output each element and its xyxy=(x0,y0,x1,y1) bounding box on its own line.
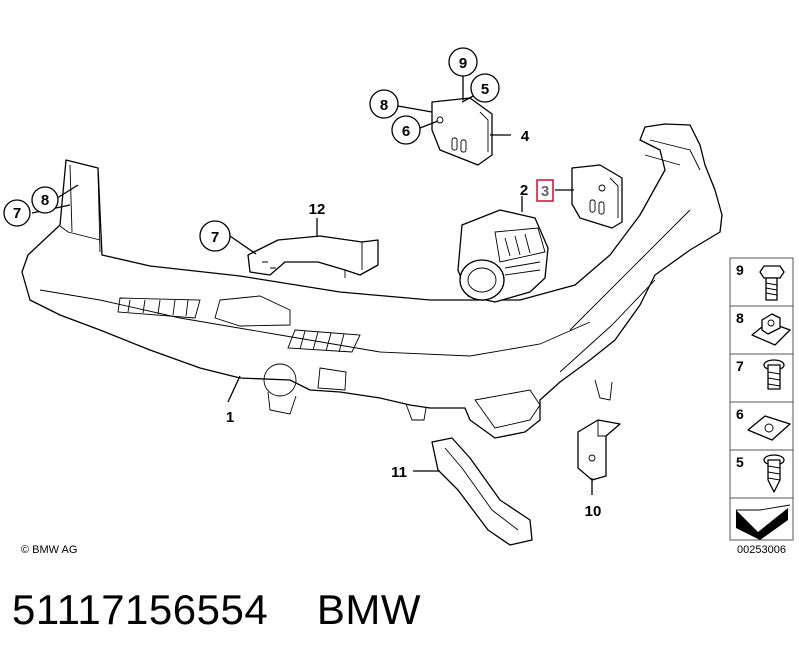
footer-brand: BMW xyxy=(316,586,422,633)
panel-label-6: 6 xyxy=(736,406,744,422)
direction-arrow-icon xyxy=(736,504,791,540)
callout-10: 10 xyxy=(585,503,602,520)
highlight-box-3 xyxy=(536,179,554,202)
panel-label-7: 7 xyxy=(736,358,744,374)
callout-8-left: 8 xyxy=(41,192,49,209)
part-10-angle-bracket xyxy=(577,419,621,481)
callout-3: 3 xyxy=(541,183,549,200)
callout-1: 1 xyxy=(226,409,234,426)
hex-bolt-icon xyxy=(759,265,785,301)
callout-circle-6 xyxy=(391,115,421,145)
callout-2: 2 xyxy=(520,182,528,199)
panel-label-8: 8 xyxy=(736,310,744,326)
part-1-carrier xyxy=(21,123,723,439)
self-tapping-screw-icon xyxy=(763,454,785,493)
screw-icon xyxy=(763,359,785,390)
footer-part-number: 51117156554 xyxy=(12,586,269,633)
panel-label-9: 9 xyxy=(736,262,744,278)
callout-circle-8-top xyxy=(369,89,399,119)
callout-circle-9 xyxy=(448,47,478,77)
diagram-number: 00253006 xyxy=(737,544,786,556)
callout-circle-5 xyxy=(470,73,500,103)
part-2-mount xyxy=(457,209,549,303)
part-11-support xyxy=(431,437,533,546)
callout-circle-7-left xyxy=(3,199,31,227)
callout-11: 11 xyxy=(391,464,407,481)
speed-nut-icon xyxy=(747,415,791,441)
footer-caption: 51117156554 BMW xyxy=(12,586,421,634)
part-4-bracket xyxy=(431,97,493,166)
clip-nut-icon xyxy=(751,313,791,346)
callout-5: 5 xyxy=(481,81,489,98)
callout-7-left: 7 xyxy=(13,205,21,222)
part-12-strap xyxy=(247,235,379,278)
callout-6: 6 xyxy=(402,123,410,140)
callout-labels: 8 7 7 12 1 2 3 4 9 5 8 6 11 10 xyxy=(3,47,602,520)
callout-circle-7-strap xyxy=(199,220,231,252)
callout-12: 12 xyxy=(309,201,326,218)
callout-9: 9 xyxy=(459,55,467,72)
callout-8-top: 8 xyxy=(380,97,388,114)
hardware-panel: 9 8 7 6 5 xyxy=(729,257,794,541)
callout-circle-8-left xyxy=(31,186,59,214)
panel-cell-9 xyxy=(729,257,794,307)
callout-7-strap: 7 xyxy=(211,229,219,246)
panel-label-5: 5 xyxy=(736,454,744,470)
copyright-text: © BMW AG xyxy=(21,544,77,556)
callout-4: 4 xyxy=(521,128,530,145)
part-3-bracket xyxy=(571,164,623,229)
